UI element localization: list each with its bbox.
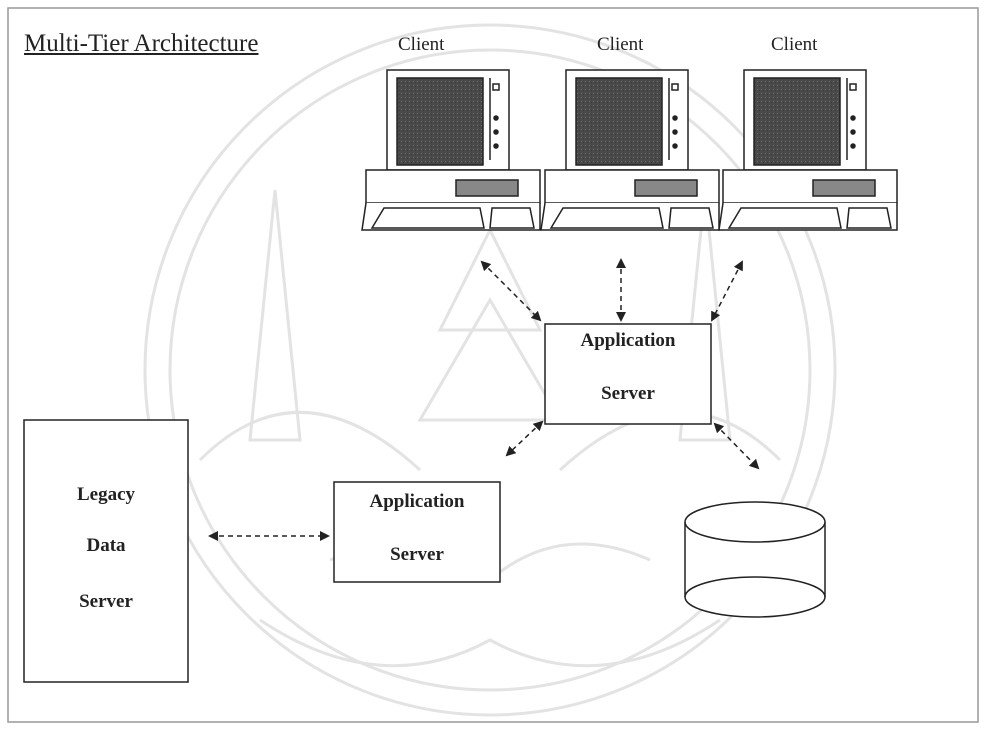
- app-server-top-line1: Application: [580, 330, 676, 351]
- arrow-appserver-database: [713, 422, 760, 470]
- client-label-1: Client: [398, 34, 445, 55]
- app-server-top-box: [544, 323, 712, 425]
- app-server-top-line2: Server: [601, 383, 655, 404]
- database-cylinder-icon: [684, 501, 826, 618]
- client-label-2: Client: [597, 34, 644, 55]
- arrow-appserver-appserver: [505, 420, 544, 457]
- outer-frame: [7, 7, 979, 723]
- client-computer-3: [718, 69, 898, 231]
- legacy-server-line2: Data: [86, 535, 126, 556]
- arrow-client3-appserver: [711, 260, 743, 322]
- app-server-bottom-line2: Server: [390, 544, 444, 565]
- app-server-bottom-line1: Application: [369, 491, 465, 512]
- client-computer-1: [361, 69, 541, 231]
- legacy-server-line3: Server: [79, 591, 133, 612]
- client-label-3: Client: [771, 34, 818, 55]
- arrow-client1-appserver: [480, 260, 542, 322]
- legacy-server-line1: Legacy: [76, 484, 136, 505]
- diagram-title: Multi-Tier Architecture: [24, 30, 259, 57]
- legacy-server-box: [23, 419, 189, 683]
- client-computer-2: [540, 69, 720, 231]
- app-server-bottom-box: [333, 481, 501, 583]
